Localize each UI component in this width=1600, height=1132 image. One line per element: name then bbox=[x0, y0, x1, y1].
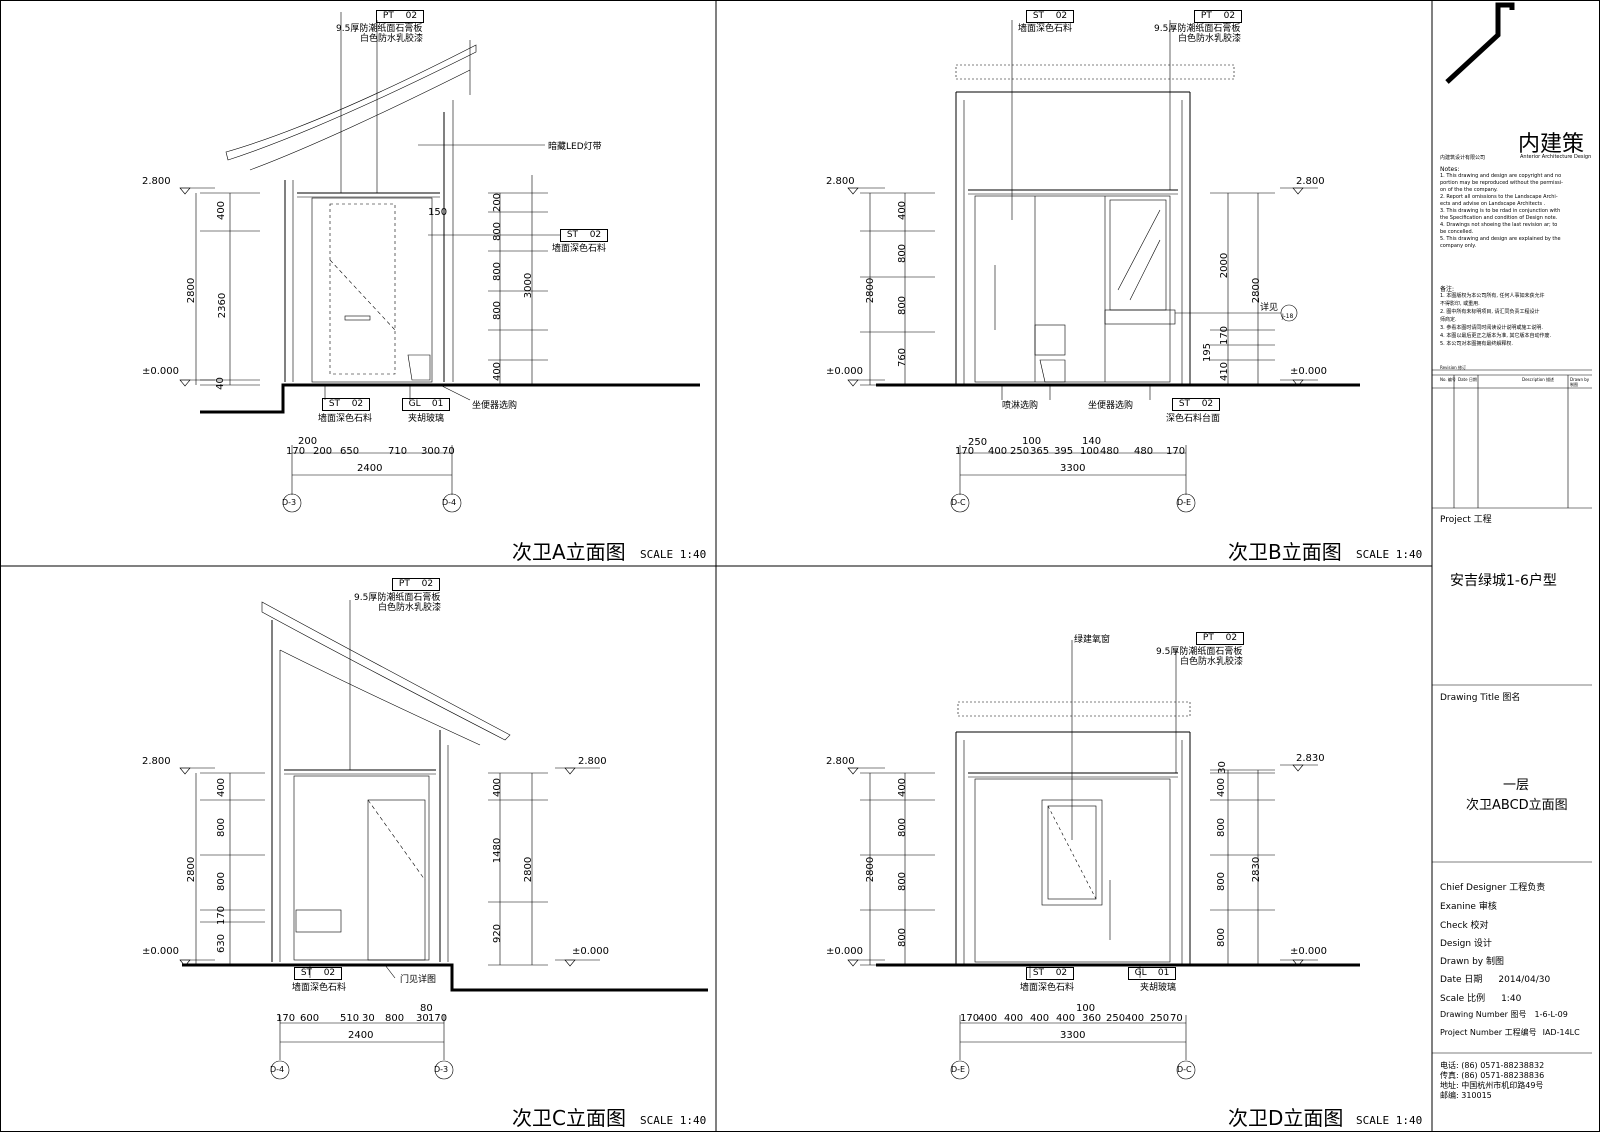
dim: 200 bbox=[492, 192, 504, 213]
revision-col: Description 描述 bbox=[1522, 377, 1555, 382]
dim: 650 bbox=[340, 446, 360, 457]
wall-stone bbox=[293, 775, 430, 961]
scale-label: SCALE 1:40 bbox=[640, 548, 707, 561]
contact-info: 电话: (86) 0571-88238832 传真: (86) 0571-882… bbox=[1440, 1061, 1545, 1100]
dim: 200 bbox=[313, 446, 333, 457]
drawing-title-1: 一层 bbox=[1503, 778, 1530, 793]
note-text: 墙面深色石料 bbox=[552, 244, 607, 254]
field-design: Design 设计 bbox=[1440, 939, 1492, 949]
title-block: 内建策 内建筑设计有限公司 Anterior Architecture Desi… bbox=[1432, 0, 1600, 1132]
field-examine: Exanine 审核 bbox=[1440, 902, 1497, 912]
dim: 800 bbox=[492, 300, 504, 321]
dim: 170 bbox=[286, 446, 306, 457]
floor-line bbox=[182, 963, 708, 992]
roof-tiles bbox=[957, 701, 1191, 717]
drawing-title-2: 次卫ABCD立面图 bbox=[1466, 798, 1568, 813]
dim: 150 bbox=[428, 207, 448, 218]
company-logo-mark bbox=[1445, 2, 1515, 84]
company-logo: 内建策 bbox=[1518, 132, 1585, 157]
grid-label: D-3 bbox=[282, 498, 297, 507]
wall-stone bbox=[311, 197, 433, 383]
roof-eave bbox=[225, 44, 477, 161]
level-top: 2.800 bbox=[142, 176, 171, 187]
revision-col: Date 日期 bbox=[1458, 377, 1477, 382]
wall-stone bbox=[974, 195, 1171, 383]
notes-en-title: Notes: bbox=[1440, 166, 1460, 173]
vanity bbox=[295, 909, 342, 933]
note-text: 白色防水乳胶漆 bbox=[360, 34, 424, 44]
grid-label: D-4 bbox=[442, 498, 457, 507]
notes-cn: 1. 本图版权为本公司所有, 任何人事如未获允许 不得影印, 或重用. 2. 图… bbox=[1440, 293, 1552, 347]
dim: 800 bbox=[492, 221, 504, 242]
elevation-b bbox=[847, 20, 1360, 513]
dim: 40 bbox=[214, 377, 226, 390]
notes-cn-title: 备注: bbox=[1440, 286, 1455, 293]
dim: 400 bbox=[492, 361, 504, 382]
elevation-c bbox=[179, 600, 708, 1080]
dim: 200 bbox=[298, 436, 318, 447]
dim: 710 bbox=[388, 446, 408, 457]
dim: 70 bbox=[442, 446, 455, 457]
toilet bbox=[1039, 359, 1066, 383]
dim: 2360 bbox=[217, 292, 229, 319]
notes-en: 1. This drawing and design are copyright… bbox=[1440, 173, 1563, 249]
toilet bbox=[407, 354, 431, 381]
dim: 400 bbox=[216, 200, 228, 221]
revision-header: Revision 修订 bbox=[1440, 365, 1466, 370]
drawing-title: 次卫A立面图 bbox=[512, 540, 626, 564]
field-check: Check 校对 bbox=[1440, 921, 1489, 931]
company-name-en: Anterior Architecture Design bbox=[1520, 154, 1592, 160]
project-name: 安吉绿城1-6户型 bbox=[1450, 573, 1557, 589]
note-text: 坐便器选购 bbox=[472, 401, 518, 411]
vanity-top bbox=[1104, 309, 1176, 325]
note-text: 暗藏LED灯带 bbox=[548, 142, 602, 152]
revision-col: No. 编号 bbox=[1440, 377, 1456, 382]
project-label: Project 工程 bbox=[1440, 515, 1492, 525]
level-zero: ±0.000 bbox=[142, 366, 180, 377]
dim-total: 3000 bbox=[523, 272, 535, 299]
elevation-d bbox=[847, 640, 1360, 1080]
note-text: 夹胡玻璃 bbox=[408, 414, 445, 424]
door bbox=[367, 799, 426, 961]
dim: 800 bbox=[492, 261, 504, 282]
field-chief-designer: Chief Designer 工程负责 bbox=[1440, 883, 1546, 893]
titleblock-lines bbox=[1432, 2, 1592, 1054]
roof-tiles bbox=[955, 64, 1235, 80]
dim-total: 2400 bbox=[357, 463, 383, 474]
roof-eave bbox=[261, 601, 511, 741]
wall-stone bbox=[974, 778, 1171, 963]
note-text: 9.5厚防潮纸面石膏板 bbox=[336, 24, 423, 34]
mirror bbox=[1109, 199, 1167, 311]
note-text: 墙面深色石料 bbox=[318, 414, 373, 424]
elevation-a bbox=[179, 12, 700, 513]
revision-col: Drawn by 制图 bbox=[1570, 377, 1590, 387]
field-drawn-by: Drawn by 制图 bbox=[1440, 957, 1504, 967]
drawing-title-label: Drawing Title 图名 bbox=[1440, 693, 1521, 703]
dim-total: 2800 bbox=[186, 277, 198, 304]
company-name-cn: 内建筑设计有限公司 bbox=[1440, 155, 1486, 161]
dim: 300 bbox=[421, 446, 441, 457]
